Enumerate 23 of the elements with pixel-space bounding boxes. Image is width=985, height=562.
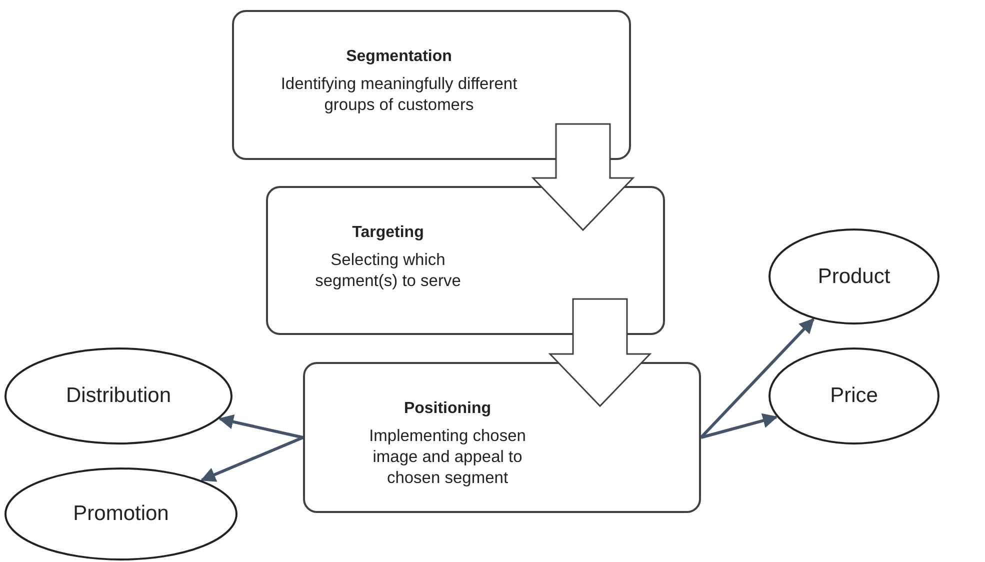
node-label: Distribution	[66, 384, 172, 408]
process-box	[303, 362, 701, 513]
ellipse-node	[768, 228, 940, 325]
ellipse-node	[4, 467, 238, 561]
box-description: Implementing chosen image and appeal to chosen segment	[368, 426, 527, 489]
arrow	[200, 436, 304, 482]
box-description: Identifying meaningfully different groups of customers	[280, 74, 518, 116]
process-box	[266, 186, 665, 335]
box-heading: Positioning	[402, 400, 492, 418]
arrow	[218, 414, 304, 439]
arrow	[700, 318, 814, 439]
box-heading: Targeting	[351, 224, 425, 242]
arrow	[700, 413, 778, 439]
block-arrow	[531, 123, 635, 232]
process-box	[232, 10, 631, 160]
node-label: Product	[818, 264, 890, 288]
block-arrow	[548, 298, 652, 408]
node-label: Price	[830, 384, 878, 408]
ellipse-node	[4, 347, 233, 445]
node-label: Promotion	[73, 502, 169, 526]
box-description: Selecting which segment(s) to serve	[314, 250, 462, 292]
box-heading: Segmentation	[345, 48, 453, 66]
ellipse-node	[768, 347, 940, 445]
